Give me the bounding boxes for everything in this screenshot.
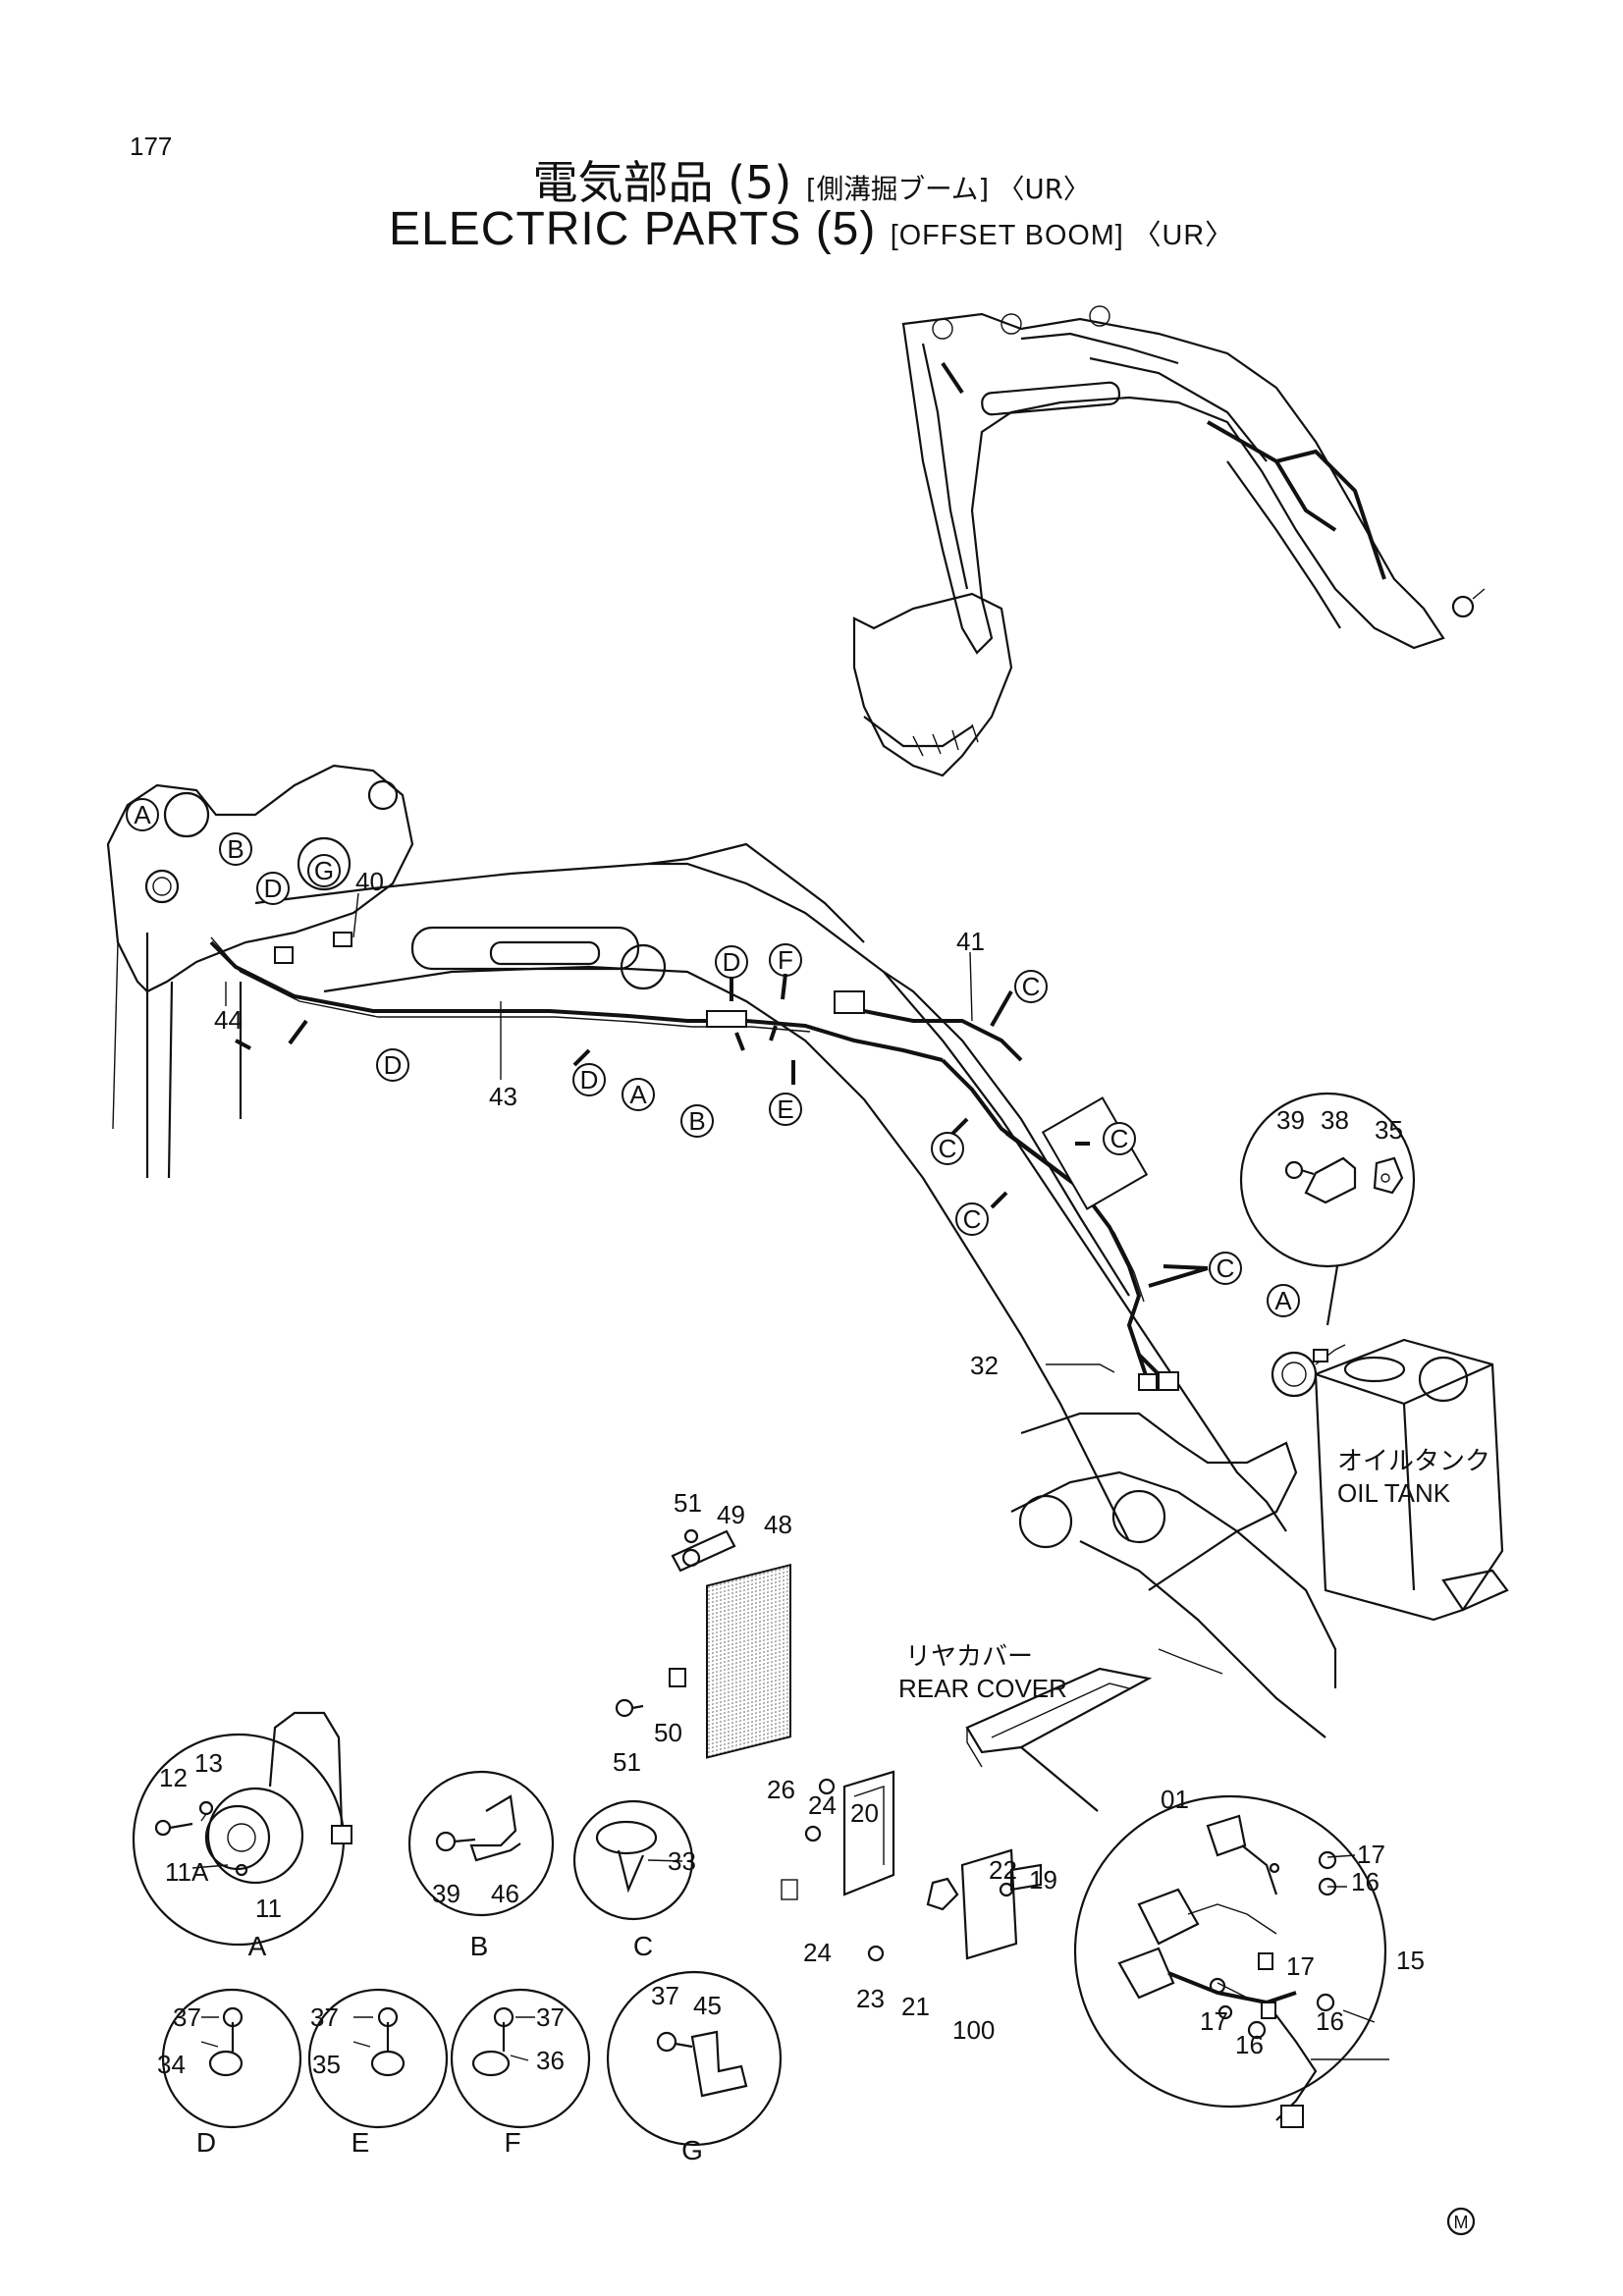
callout-d-2: D bbox=[384, 1050, 403, 1080]
callout-d-3: D bbox=[580, 1065, 599, 1095]
excavator-overview bbox=[852, 305, 1486, 777]
part-20: 20 bbox=[850, 1798, 879, 1828]
part-33: 33 bbox=[668, 1846, 696, 1876]
part-12: 12 bbox=[159, 1763, 188, 1792]
part-50: 50 bbox=[654, 1718, 682, 1747]
callout-c-4: C bbox=[1110, 1124, 1129, 1153]
detail-title-e: E bbox=[352, 2127, 370, 2158]
title-jp-sub: [側溝掘ブーム] 〈UR〉 bbox=[805, 173, 1091, 205]
detail-circle-a bbox=[132, 1711, 352, 1947]
callout-b: B bbox=[227, 834, 243, 864]
part-17-mid: 17 bbox=[1286, 1951, 1315, 1981]
part-39: 39 bbox=[1276, 1105, 1305, 1135]
title-en-sub: [OFFSET BOOM] 〈UR〉 bbox=[890, 220, 1234, 251]
part-22: 22 bbox=[989, 1855, 1017, 1885]
detail-title-f: F bbox=[504, 2127, 520, 2158]
detail-circle-c bbox=[572, 1799, 694, 1921]
part-51-bottom: 51 bbox=[613, 1747, 641, 1777]
detail-title-a: A bbox=[248, 1931, 267, 1961]
callout-c-2: C bbox=[939, 1134, 957, 1163]
part-01: 01 bbox=[1161, 1785, 1189, 1814]
callout-b-2: B bbox=[688, 1106, 705, 1136]
part-49: 49 bbox=[717, 1500, 745, 1529]
detail-circle-f bbox=[450, 1988, 591, 2129]
part-26: 26 bbox=[767, 1775, 795, 1804]
callout-a-2: A bbox=[629, 1080, 647, 1109]
callout-c-1: C bbox=[1022, 972, 1041, 1001]
detail-title-g: G bbox=[681, 2135, 703, 2165]
part-21: 21 bbox=[901, 1992, 930, 2021]
part-45: 45 bbox=[693, 1991, 722, 2020]
part-17-right: 17 bbox=[1357, 1840, 1385, 1869]
part-32: 32 bbox=[970, 1351, 999, 1380]
part-51-top: 51 bbox=[674, 1488, 702, 1518]
part-39-b: 39 bbox=[432, 1879, 460, 1908]
part-16-bottom: 16 bbox=[1235, 2030, 1264, 2059]
detail-circle-b bbox=[407, 1770, 555, 1917]
part-24-bottom: 24 bbox=[803, 1938, 832, 1967]
boom-assembly bbox=[106, 764, 1337, 1738]
title-jp-main: 電気部品 (5) bbox=[532, 156, 792, 209]
page-number: 177 bbox=[130, 132, 173, 161]
callout-d: D bbox=[264, 874, 283, 903]
oil-tank-label-jp: オイルタンク bbox=[1337, 1447, 1490, 1476]
part-19: 19 bbox=[1029, 1865, 1057, 1895]
rear-cover-label-jp: リヤカバー bbox=[905, 1642, 1033, 1672]
part-23: 23 bbox=[856, 1984, 885, 2013]
page-title-english: ELECTRIC PARTS (5) [OFFSET BOOM] 〈UR〉 bbox=[0, 202, 1623, 256]
part-37-e: 37 bbox=[310, 2002, 339, 2032]
callout-g: G bbox=[314, 856, 334, 885]
detail-title-d: D bbox=[196, 2127, 216, 2158]
part-24-top: 24 bbox=[808, 1790, 837, 1820]
callout-d-4: D bbox=[723, 947, 741, 977]
callout-circles bbox=[126, 798, 1300, 1317]
part-13: 13 bbox=[194, 1748, 223, 1778]
callout-a: A bbox=[134, 800, 151, 829]
corner-mark: M bbox=[1454, 2213, 1469, 2232]
part-41: 41 bbox=[956, 927, 985, 956]
page-title-japanese: 電気部品 (5) [側溝掘ブーム] 〈UR〉 bbox=[0, 147, 1623, 212]
controller-bracket bbox=[615, 1528, 791, 1759]
detail-circle-g bbox=[606, 1970, 783, 2147]
part-44: 44 bbox=[214, 1005, 243, 1035]
title-en-main: ELECTRIC PARTS (5) bbox=[389, 203, 877, 255]
part-11: 11 bbox=[255, 1894, 282, 1923]
part-40: 40 bbox=[355, 867, 384, 896]
detail-circle-d bbox=[161, 1988, 302, 2129]
part-35-top: 35 bbox=[1375, 1115, 1403, 1145]
part-37-d: 37 bbox=[173, 2002, 201, 2032]
part-35-e: 35 bbox=[312, 2050, 341, 2079]
detail-circle-e bbox=[307, 1988, 449, 2129]
callout-a-3: A bbox=[1274, 1286, 1292, 1315]
callout-e: E bbox=[777, 1095, 793, 1124]
callout-c-5: C bbox=[1217, 1254, 1235, 1283]
rear-cover-assembly bbox=[781, 1667, 1153, 1962]
detail-title-c: C bbox=[633, 1931, 653, 1961]
part-46: 46 bbox=[491, 1879, 519, 1908]
switch-harness-detail bbox=[1073, 1794, 1387, 2128]
part-11a: 11A bbox=[165, 1857, 209, 1887]
part-36: 36 bbox=[536, 2046, 565, 2075]
oil-tank bbox=[1271, 1338, 1509, 1622]
part-34: 34 bbox=[157, 2050, 186, 2079]
oil-tank-label-en: OIL TANK bbox=[1337, 1478, 1451, 1508]
part-38: 38 bbox=[1321, 1105, 1349, 1135]
callout-f: F bbox=[778, 945, 793, 975]
part-16-mid: 16 bbox=[1316, 2006, 1344, 2036]
detail-title-b: B bbox=[470, 1931, 489, 1961]
leader-lines bbox=[191, 892, 1389, 2061]
part-16-right: 16 bbox=[1351, 1867, 1380, 1896]
bracket-detail-circle bbox=[1239, 1092, 1416, 1326]
part-48: 48 bbox=[764, 1510, 792, 1539]
part-43: 43 bbox=[489, 1082, 517, 1111]
rear-cover-label-en: REAR COVER bbox=[898, 1674, 1067, 1703]
part-100: 100 bbox=[952, 2015, 995, 2045]
part-15: 15 bbox=[1396, 1946, 1425, 1975]
part-37-f: 37 bbox=[536, 2002, 565, 2032]
callout-c-3: C bbox=[963, 1204, 982, 1234]
part-17-bottom: 17 bbox=[1200, 2006, 1228, 2036]
corner-mark-circle bbox=[1446, 2207, 1476, 2236]
part-37-g: 37 bbox=[651, 1981, 679, 2010]
